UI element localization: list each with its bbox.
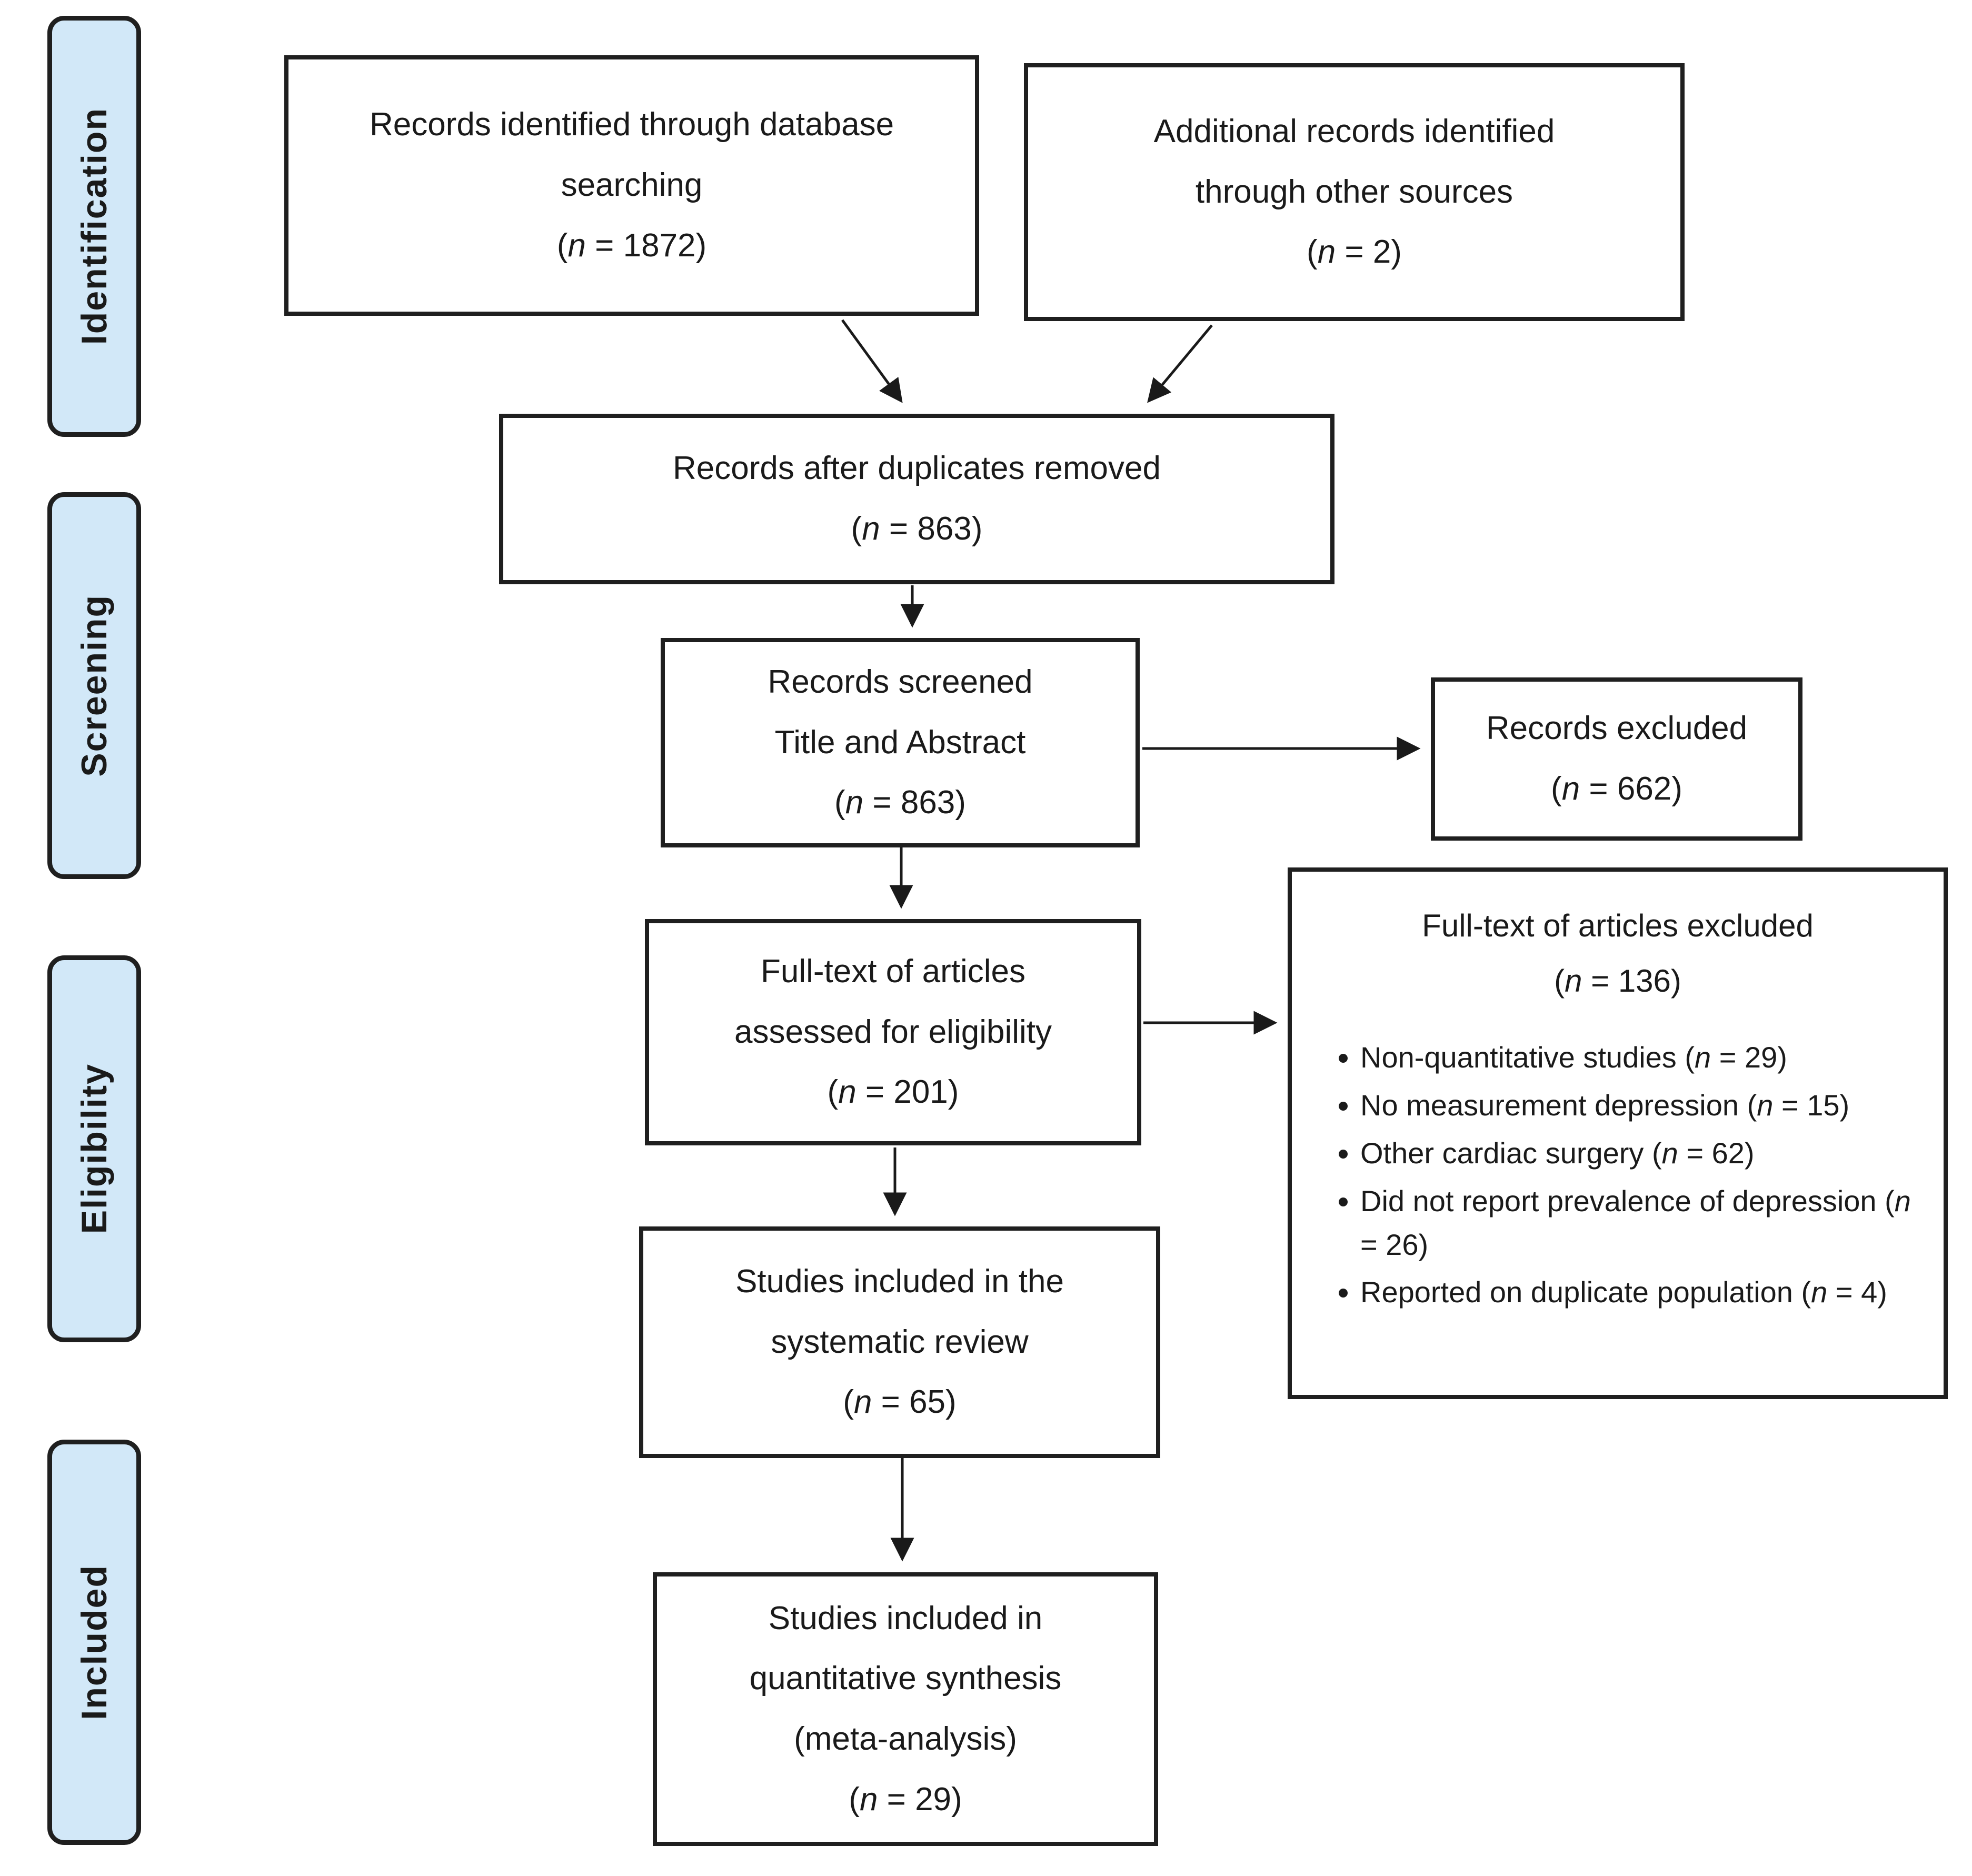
text-line: searching — [561, 167, 703, 204]
text-line: (n = 29) — [849, 1781, 962, 1818]
text-line: Studies included in — [768, 1600, 1043, 1636]
text-line: Records after duplicates removed — [672, 450, 1161, 487]
text-line: (n = 136) — [1554, 963, 1681, 999]
text-line: (n = 2) — [1307, 234, 1402, 271]
box-fulltext-excluded-title: Full-text of articles excluded (n = 136) — [1322, 898, 1913, 1009]
stage-identification-label: Identification — [74, 107, 114, 345]
text-line: systematic review — [771, 1323, 1029, 1360]
text-line: assessed for eligibility — [734, 1013, 1052, 1050]
text-line: Records excluded — [1486, 710, 1748, 747]
text-line: Additional records identified — [1153, 113, 1555, 149]
box-included-systematic-review-text: Studies included in the systematic review… — [643, 1252, 1156, 1433]
box-fulltext-assessed-text: Full-text of articles assessed for eligib… — [649, 942, 1137, 1123]
text-line: (n = 1872) — [556, 227, 707, 264]
fulltext-excluded-reason-list: Non-quantitative studies (n = 29)No meas… — [1322, 1036, 1913, 1314]
stage-included: Included — [47, 1440, 141, 1845]
text-line: Full-text of articles — [760, 953, 1026, 990]
box-fulltext-assessed: Full-text of articles assessed for eligib… — [645, 919, 1141, 1145]
text-line: Other cardiac surgery (n = 62) — [1360, 1132, 1913, 1175]
arrow-identified-to-dedup — [841, 319, 903, 403]
stage-screening: Screening — [47, 492, 141, 879]
stage-identification: Identification — [47, 16, 141, 437]
stage-screening-label: Screening — [74, 594, 114, 777]
text-line: (meta-analysis) — [794, 1721, 1017, 1757]
text-line: quantitative synthesis — [749, 1660, 1062, 1697]
text-line: Non-quantitative studies (n = 29) — [1360, 1036, 1913, 1080]
stage-eligibility: Eligibility — [47, 955, 141, 1342]
stage-included-label: Included — [74, 1564, 114, 1720]
box-additional-records-text: Additional records identified through oth… — [1028, 102, 1680, 283]
box-included-meta-analysis-text: Studies included in quantitative synthesi… — [657, 1589, 1154, 1830]
text-line: Title and Abstract — [774, 724, 1026, 761]
text-line: (n = 65) — [843, 1384, 957, 1421]
box-records-identified: Records identified through database searc… — [284, 55, 979, 316]
text-line: (n = 863) — [851, 511, 983, 547]
box-records-excluded-text: Records excluded (n = 662) — [1435, 698, 1798, 819]
text-line: Did not report prevalence of depression … — [1360, 1180, 1913, 1267]
text-line: Full-text of articles excluded — [1422, 908, 1814, 943]
text-line: (n = 863) — [834, 784, 966, 821]
stage-eligibility-label: Eligibility — [74, 1063, 114, 1234]
text-line: Reported on duplicate population (n = 4) — [1360, 1271, 1913, 1314]
text-line: Records identified through database — [369, 106, 894, 143]
text-line: Studies included in the — [735, 1263, 1064, 1300]
box-duplicates-removed-text: Records after duplicates removed (n = 863… — [503, 438, 1330, 559]
arrow-additional-to-dedup — [1147, 324, 1213, 403]
box-records-excluded: Records excluded (n = 662) — [1431, 677, 1802, 841]
box-fulltext-excluded: Full-text of articles excluded(n = 136) … — [1288, 867, 1948, 1399]
box-included-systematic-review: Studies included in the systematic review… — [639, 1226, 1160, 1458]
box-records-identified-text: Records identified through database searc… — [288, 95, 975, 276]
text-line: Records screened — [768, 663, 1033, 700]
text-line: through other sources — [1195, 173, 1513, 210]
box-additional-records: Additional records identified through oth… — [1024, 63, 1685, 321]
text-line: (n = 662) — [1551, 771, 1682, 807]
text-line: (n = 201) — [827, 1074, 959, 1111]
box-included-meta-analysis: Studies included in quantitative synthesi… — [653, 1572, 1158, 1846]
text-line: No measurement depression (n = 15) — [1360, 1084, 1913, 1127]
box-duplicates-removed: Records after duplicates removed (n = 863… — [499, 414, 1334, 584]
